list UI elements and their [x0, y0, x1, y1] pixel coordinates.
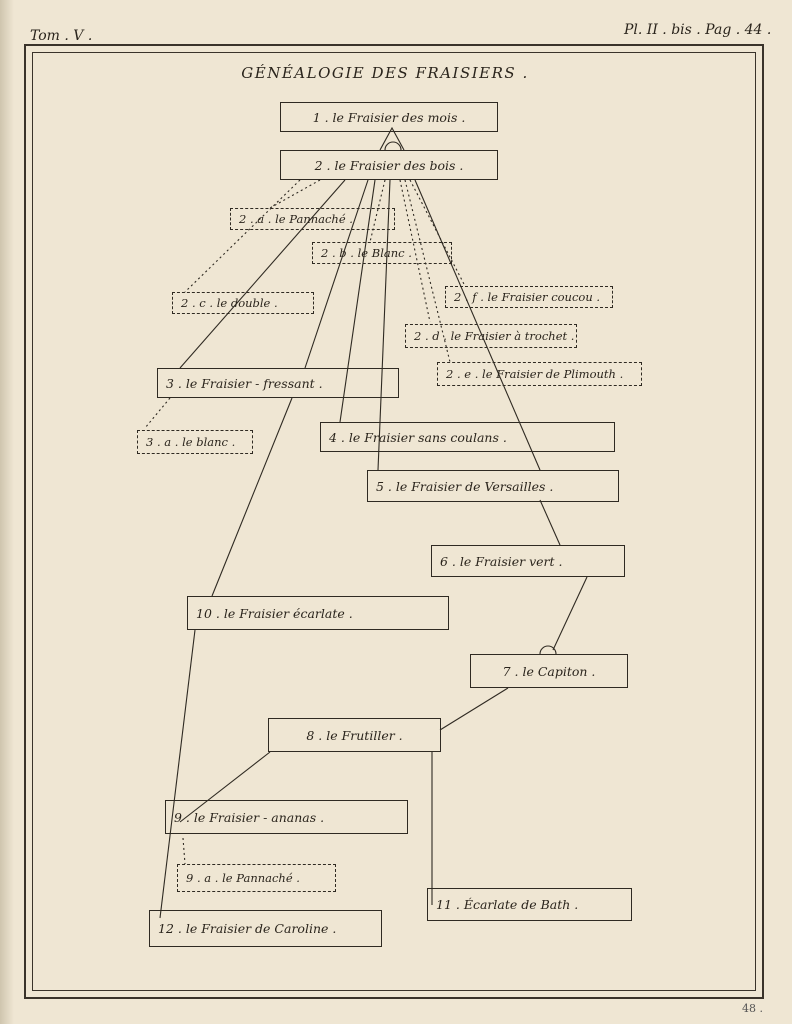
node-7: 7 . le Capiton . — [470, 654, 628, 688]
node-3a: 3 . a . le blanc . — [137, 430, 253, 454]
node-2b: 2 . b . le Blanc . — [312, 242, 452, 264]
node-8: 8 . le Frutiller . — [268, 718, 441, 752]
connector-5-6 — [539, 499, 561, 546]
connector-1-2 — [379, 126, 405, 151]
connector-2-10 — [304, 179, 369, 369]
node-9: 9 . le Fraisier - ananas . — [165, 800, 408, 834]
node-2e: 2 . e . le Fraisier de Plimouth . — [437, 362, 642, 386]
connector-8-9 — [179, 751, 271, 823]
connector-2-2c — [184, 179, 301, 293]
connector-2-2d — [399, 179, 431, 323]
connector-1-2-arc — [384, 141, 402, 151]
connector-10-12 — [159, 629, 196, 919]
plate-frame-outer — [24, 44, 764, 999]
connector-2-2e — [404, 179, 451, 363]
connector-2-3 — [179, 179, 346, 369]
node-4: 4 . le Fraisier sans coulans . — [320, 422, 615, 452]
node-2d: 2 . d . le Fraisier à trochet . — [405, 324, 577, 348]
connector-6-7-arc — [539, 645, 557, 655]
connector-9-9a — [182, 837, 186, 865]
connector-7-8 — [439, 687, 509, 731]
tome-label: Tom . V . — [30, 28, 93, 44]
plate-frame-inner — [32, 52, 756, 991]
connector-2-5 — [377, 179, 391, 471]
node-2a: 2 . a . le Pannaché . — [230, 208, 395, 230]
node-10: 10 . le Fraisier écarlate . — [187, 596, 449, 630]
node-6: 6 . le Fraisier vert . — [431, 545, 625, 577]
node-11: 11 . Écarlate de Bath . — [427, 888, 632, 921]
node-3: 3 . le Fraisier - fressant . — [157, 368, 399, 398]
connector-3-3a — [144, 397, 171, 429]
node-2c: 2 . c . le double . — [172, 292, 314, 314]
connector-2-6 — [414, 179, 541, 471]
connector-6-7 — [552, 576, 588, 651]
connector-2-4 — [339, 179, 376, 423]
page-number: 48 . — [742, 1002, 763, 1015]
node-2: 2 . le Fraisier des bois . — [280, 150, 498, 180]
node-12: 12 . le Fraisier de Caroline . — [149, 910, 382, 947]
node-5: 5 . le Fraisier de Versailles . — [367, 470, 619, 502]
diagram-title: GÉNÉALOGIE DES FRAISIERS . — [241, 64, 529, 82]
dotted-connectors — [144, 179, 466, 865]
node-1: 1 . le Fraisier des mois . — [280, 102, 498, 132]
page-edge — [0, 0, 14, 1024]
node-9a: 9 . a . le Pannaché . — [177, 864, 336, 892]
plate-reference: Pl. II . bis . Pag . 44 . — [624, 22, 772, 38]
node-2f: 2 . f . le Fraisier coucou . — [445, 286, 613, 308]
connector-2-2b — [369, 179, 386, 243]
connector-3-10 — [211, 397, 293, 597]
